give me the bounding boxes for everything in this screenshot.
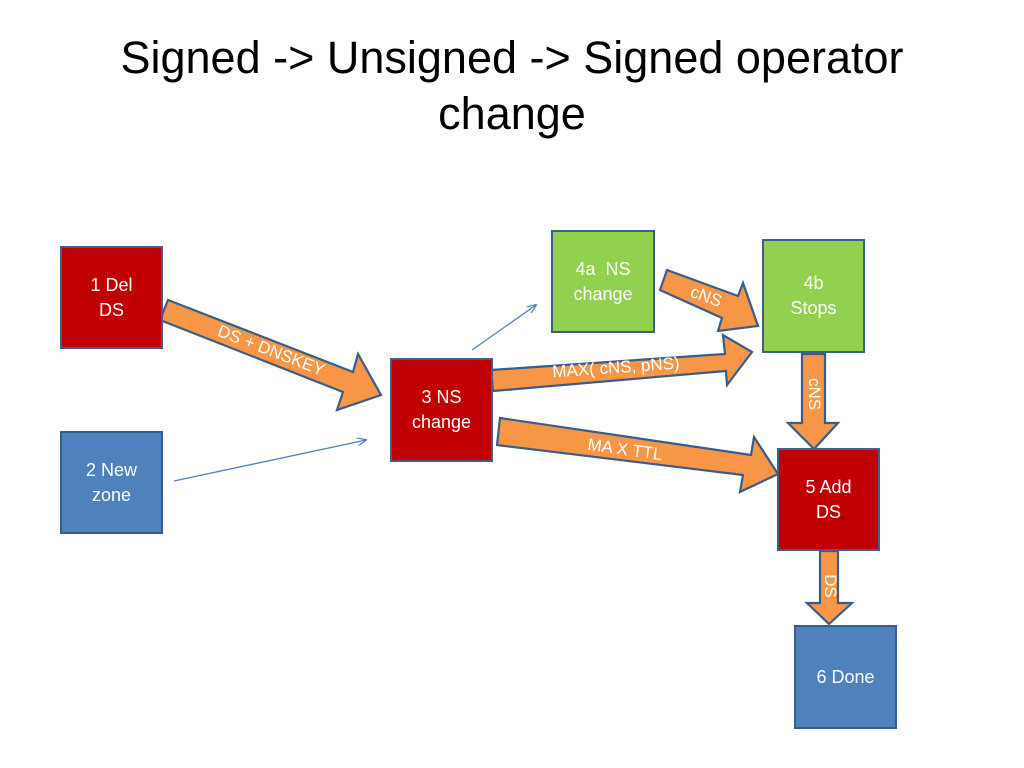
node-5-line-2: DS	[815, 501, 841, 522]
label-cns-4b-5: cNS	[805, 377, 824, 411]
slide-title: Signed -> Unsigned -> Signed operator ch…	[0, 30, 1024, 142]
node-5-add-ds: 5 Add DS	[777, 448, 880, 551]
node-4a-ns-change: 4a NS change	[551, 230, 655, 333]
node-6-line-1: 6 Done	[816, 666, 875, 687]
node-1-line-2: DS	[98, 299, 124, 320]
node-6-done: 6 Done	[794, 625, 897, 729]
connector-new-zone-to-ns-change	[173, 440, 366, 482]
node-3-line-2: change	[411, 412, 472, 432]
arrow-cns-4b-to-5	[785, 352, 841, 451]
node-4b-line-2: Stops	[790, 298, 837, 318]
connector-ns-change-to-4a	[471, 305, 536, 351]
node-2-new-zone: 2 New zone	[60, 431, 163, 534]
node-3-line-1: 3 NS	[421, 387, 462, 407]
slide-title-line-2: change	[438, 88, 586, 139]
slide-title-line-1: Signed -> Unsigned -> Signed operator	[120, 32, 904, 83]
node-4a-line-1: 4a NS	[575, 259, 631, 279]
node-4b-line-1: 4b	[803, 273, 824, 293]
arrow-max-ttl	[495, 416, 780, 494]
arrow-ds-5-to-6	[804, 549, 855, 626]
node-2-line-2: zone	[91, 484, 132, 505]
arrow-cns-4a-to-4b	[658, 268, 760, 333]
arrow-max-cns-pns	[489, 332, 754, 393]
node-1-del-ds: 1 Del DS	[60, 246, 163, 349]
label-ds-5-6: DS	[821, 574, 840, 598]
node-3-ns-change: 3 NS change	[390, 358, 493, 462]
node-4a-line-2: change	[573, 284, 633, 304]
node-1-line-1: 1 Del	[90, 274, 133, 295]
node-2-line-1: 2 New	[85, 459, 138, 480]
node-4b-stops: 4b Stops	[762, 239, 865, 353]
node-5-line-1: 5 Add	[805, 476, 852, 497]
arrow-ds-dnskey	[158, 298, 383, 412]
